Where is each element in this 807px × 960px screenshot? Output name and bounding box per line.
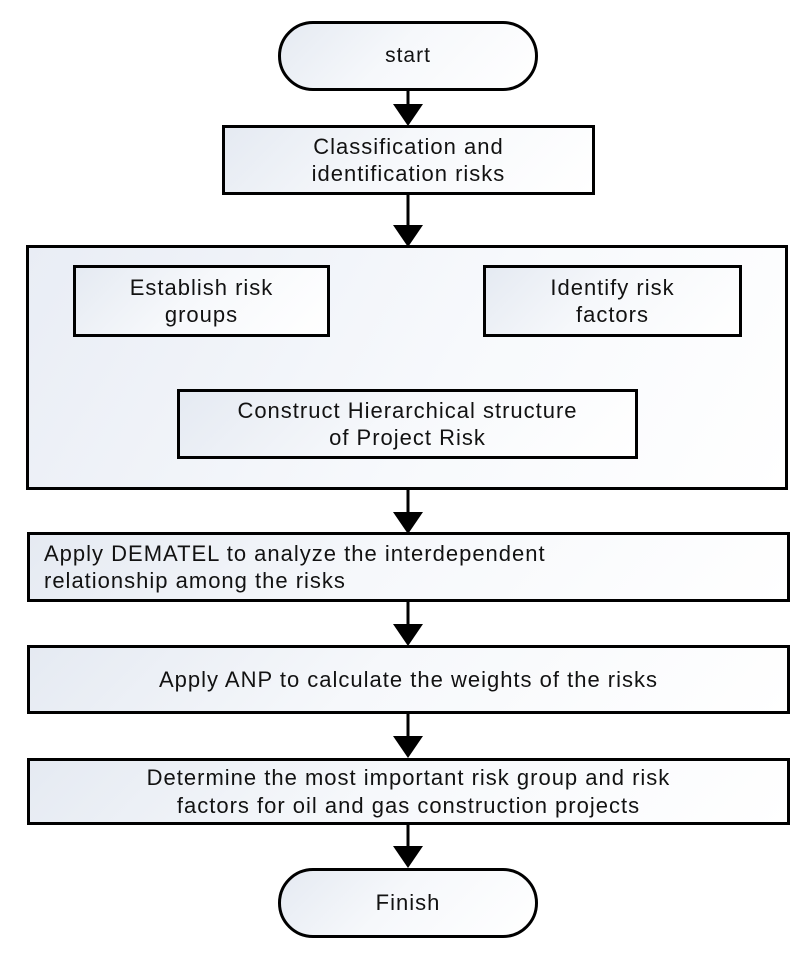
arrow-group-to-dematel [393,490,423,534]
start-terminator: start [278,21,538,91]
identify-risk-factors-step: Identify risk factors [483,265,742,337]
apply-dematel-step: Apply DEMATEL to analyze the interdepend… [27,532,790,602]
construct-hierarchy-step: Construct Hierarchical structure of Proj… [177,389,638,459]
arrow-start-to-classification [393,91,423,126]
finish-label: Finish [375,890,441,916]
establish-label: Establish risk groups [129,274,274,328]
determine-important-risks-step: Determine the most important risk group … [27,758,790,825]
determine-label: Determine the most important risk group … [146,765,671,818]
identify-label: Identify risk factors [550,274,675,328]
arrow-anp-to-determine [393,714,423,758]
construct-label: Construct Hierarchical structure of Proj… [237,397,578,451]
dematel-label: Apply DEMATEL to analyze the interdepend… [44,540,546,594]
apply-anp-step: Apply ANP to calculate the weights of th… [27,645,790,714]
finish-terminator: Finish [278,868,538,938]
classification-step: Classification and identification risks [222,125,595,195]
arrow-classification-to-group [393,195,423,247]
arrow-dematel-to-anp [393,602,423,646]
classification-label: Classification and identification risks [311,133,506,187]
start-label: start [385,43,431,67]
establish-risk-groups-step: Establish risk groups [73,265,330,337]
arrow-determine-to-finish [393,825,423,868]
anp-label: Apply ANP to calculate the weights of th… [158,666,659,692]
